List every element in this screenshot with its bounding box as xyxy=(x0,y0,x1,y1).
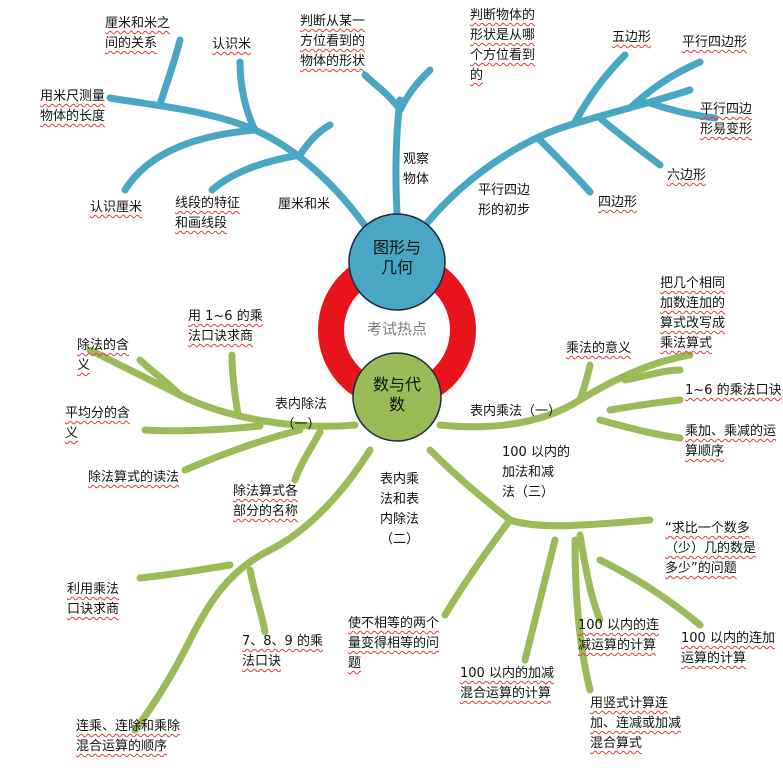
label-quadrilateral: 四边形 xyxy=(598,195,638,210)
label-make-equal: 使不相等的两个 量变得相等的问 题 xyxy=(348,616,440,671)
center-title: 考试热点 xyxy=(366,320,427,338)
label-know-cm: 认识厘米 xyxy=(90,200,143,215)
label-easy-deform: 平行四边 形易变形 xyxy=(700,102,753,137)
label-addsub-mixed: 100 以内的加减 混合运算的计算 xyxy=(460,666,554,701)
twig-observe-right xyxy=(396,66,434,114)
label-multiplication-one: 表内乘法（一） xyxy=(470,404,562,419)
label-mult-16: 1~6 的乘法口诀 xyxy=(685,383,782,398)
twig-pentagon xyxy=(571,51,629,126)
label-mult-div-two: 表内乘 法和表 内除法 （二） xyxy=(380,472,420,547)
twig-789 xyxy=(246,566,269,636)
label-observe-right: 判断物体的 形状是从哪 个方位看到 的 xyxy=(470,8,536,83)
twig-mult-rewrite xyxy=(621,366,684,384)
label-avg-share: 平均分的含 义 xyxy=(65,406,131,441)
twig-div-meaning xyxy=(136,356,184,399)
label-div-read: 除法算式的读法 xyxy=(88,470,180,485)
label-observe-left: 判断从某一 方位看到的 物体的形状 xyxy=(300,14,366,69)
twig-continuous-sub xyxy=(576,531,604,624)
twig-cm-extra xyxy=(296,121,334,159)
branch-mult-div-two xyxy=(131,446,374,734)
geometry-node-label: 图形与 几何 xyxy=(372,238,421,277)
label-use-mult: 利用乘法 口诀求商 xyxy=(67,582,120,617)
algebra-node-label: 数与代 数 xyxy=(372,375,421,414)
label-continuous-sub: 100 以内的连 减运算的计算 xyxy=(578,618,659,653)
branch-division xyxy=(86,346,359,430)
twig-quadrilateral xyxy=(536,136,594,196)
twig-avg-share xyxy=(141,422,264,435)
label-continuous-add: 100 以内的连加 运算的计算 xyxy=(681,631,775,666)
twig-vertical xyxy=(571,536,594,694)
label-789: 7、8、9 的乘 法口诀 xyxy=(242,634,323,669)
twig-easy-deform xyxy=(646,99,719,122)
twig-addsub-mixed xyxy=(521,536,559,664)
label-parallelogram: 平行四边形 xyxy=(682,35,748,50)
label-mult-order: 乘加、乘减的运 算顺序 xyxy=(685,424,777,459)
twig-observe-left xyxy=(361,71,404,114)
label-mult-rewrite: 把几个相同 加数连加的 算式改写成 乘法算式 xyxy=(660,276,726,351)
twig-mult-meaning xyxy=(576,361,594,404)
branch-parallelogram xyxy=(416,86,694,236)
twig-cm-relation xyxy=(156,36,184,108)
label-div-table: 用 1~6 的乘 法口诀求商 xyxy=(188,309,263,344)
label-compare-problem: “求比一个数多 （少）几的数是 多少”的问题 xyxy=(665,521,757,576)
twig-line-segment xyxy=(208,151,304,194)
label-line-segment: 线段的特征 和画线段 xyxy=(175,196,241,231)
twig-use-mult xyxy=(136,561,234,582)
twig-div-read xyxy=(181,426,304,474)
algebra-node-circle xyxy=(352,352,442,442)
twig-make-equal xyxy=(441,516,514,619)
twig-know-cm xyxy=(121,126,259,194)
label-div-names: 除法算式各 部分的名称 xyxy=(233,484,299,519)
twig-mult-order xyxy=(596,416,684,442)
twig-continuous-add xyxy=(596,556,704,629)
label-hexagon: 六边形 xyxy=(667,168,707,183)
label-parallelogram-intro: 平行四边 形的初步 xyxy=(478,183,531,218)
label-centimeter-meter: 厘米和米 xyxy=(278,197,331,212)
geometry-node-circle xyxy=(348,213,446,311)
twig-parallelogram xyxy=(626,58,704,112)
label-cm-relation: 厘米和米之 间的关系 xyxy=(105,16,171,51)
label-mult-meaning: 乘法的意义 xyxy=(566,341,632,356)
label-mult-div-order: 连乘、连除和乘除 混合运算的顺序 xyxy=(76,719,181,754)
label-vertical-calc: 用竖式计算连 加、连减或加减 混合算式 xyxy=(590,696,682,751)
twig-know-meter xyxy=(236,58,259,134)
label-pentagon: 五边形 xyxy=(612,30,652,45)
label-div-meaning: 除法的含 义 xyxy=(77,338,130,373)
label-observe: 观察 物体 xyxy=(403,152,430,187)
twig-mult-16 xyxy=(606,396,684,414)
branch-observe xyxy=(392,96,404,232)
label-addsub-three: 100 以内的 加法和减 法（三） xyxy=(502,445,570,500)
twig-div-names xyxy=(291,428,324,484)
twig-hexagon xyxy=(596,114,664,169)
label-know-meter: 认识米 xyxy=(212,37,252,52)
label-measure-meter: 用米尺测量 物体的长度 xyxy=(40,89,106,124)
label-division-one: 表内除法 （一） xyxy=(275,397,328,432)
twig-div-table xyxy=(228,351,242,419)
